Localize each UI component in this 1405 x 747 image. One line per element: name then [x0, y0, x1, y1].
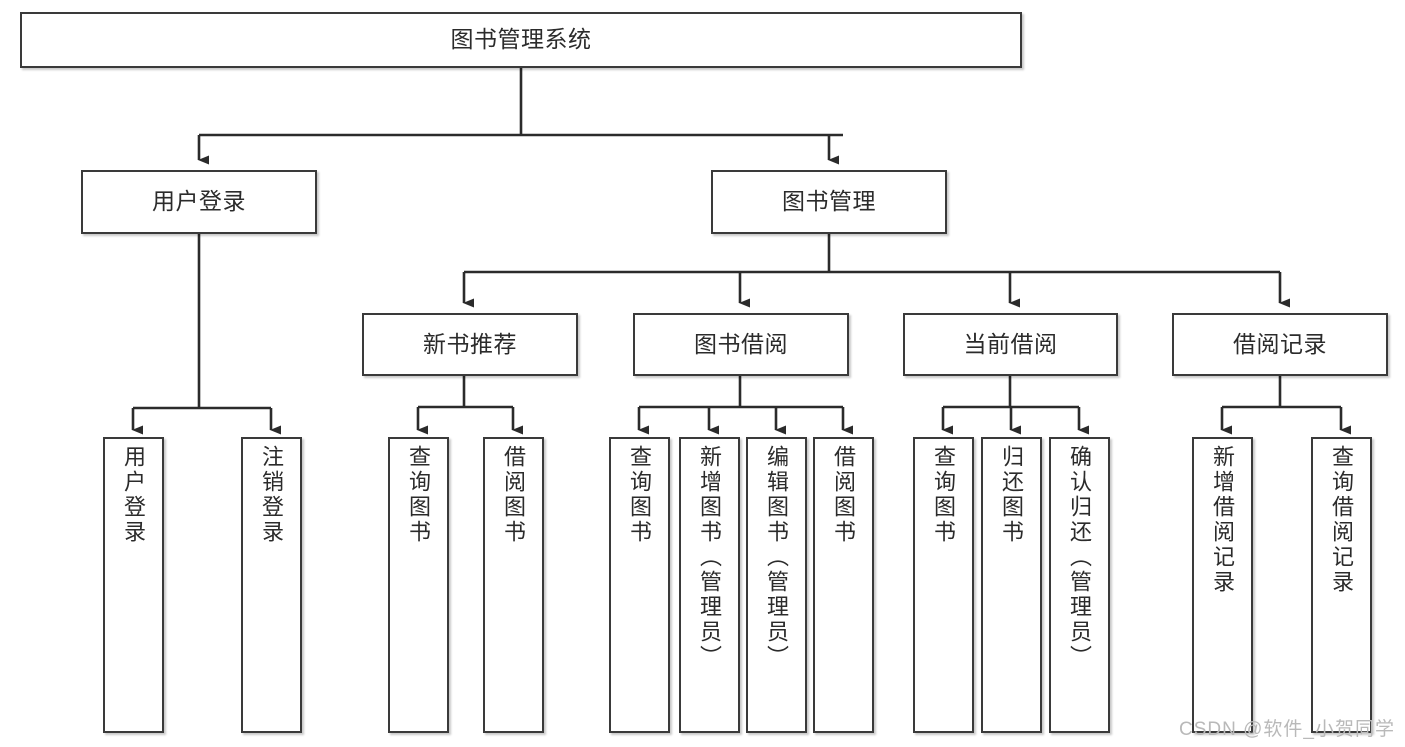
node-label: 当前借阅 [963, 330, 1058, 357]
leaf-borrow-record-query-record[interactable]: 查询借阅记录 [1311, 437, 1372, 733]
node-borrow-record[interactable]: 借阅记录 [1172, 313, 1388, 376]
node-label: 借阅图书 [501, 445, 527, 545]
node-label: 确认归还（管理员） [1067, 445, 1093, 670]
node-label: 归还图书 [999, 445, 1025, 545]
node-label: 注销登录 [259, 445, 285, 545]
node-root-book-management-system[interactable]: 图书管理系统 [20, 12, 1022, 68]
node-book-borrow[interactable]: 图书借阅 [633, 313, 849, 376]
leaf-user-login-logout[interactable]: 注销登录 [241, 437, 302, 733]
node-label: 图书借阅 [694, 330, 788, 357]
leaf-user-login-login[interactable]: 用户登录 [103, 437, 164, 733]
node-label: 新增借阅记录 [1210, 445, 1236, 595]
leaf-new-book-borrow-book[interactable]: 借阅图书 [483, 437, 544, 733]
leaf-book-borrow-add-book-admin[interactable]: 新增图书（管理员） [679, 437, 740, 733]
leaf-new-book-query-book[interactable]: 查询图书 [388, 437, 449, 733]
node-label: 查询图书 [931, 445, 957, 545]
node-label: 新增图书（管理员） [697, 445, 723, 670]
node-label: 查询借阅记录 [1329, 445, 1355, 595]
leaf-book-borrow-borrow-book[interactable]: 借阅图书 [813, 437, 874, 733]
node-label: 用户登录 [121, 445, 147, 545]
node-label: 借阅图书 [831, 445, 857, 545]
leaf-current-borrow-return-book[interactable]: 归还图书 [981, 437, 1042, 733]
node-book-management[interactable]: 图书管理 [711, 170, 947, 234]
node-label: 查询图书 [627, 445, 653, 545]
node-label: 新书推荐 [423, 330, 517, 357]
node-label: 编辑图书（管理员） [764, 445, 790, 670]
leaf-current-borrow-confirm-return-admin[interactable]: 确认归还（管理员） [1049, 437, 1110, 733]
node-label: 查询图书 [406, 445, 432, 545]
node-new-book-recommend[interactable]: 新书推荐 [362, 313, 578, 376]
node-user-login[interactable]: 用户登录 [81, 170, 317, 234]
node-label: 图书管理系统 [450, 26, 592, 53]
node-label: 借阅记录 [1233, 330, 1327, 357]
node-current-borrow[interactable]: 当前借阅 [903, 313, 1118, 376]
node-label: 用户登录 [152, 188, 246, 215]
leaf-borrow-record-add-record[interactable]: 新增借阅记录 [1192, 437, 1253, 733]
node-label: 图书管理 [782, 188, 876, 215]
leaf-book-borrow-edit-book-admin[interactable]: 编辑图书（管理员） [746, 437, 807, 733]
leaf-current-borrow-query-book[interactable]: 查询图书 [913, 437, 974, 733]
leaf-book-borrow-query-book[interactable]: 查询图书 [609, 437, 670, 733]
